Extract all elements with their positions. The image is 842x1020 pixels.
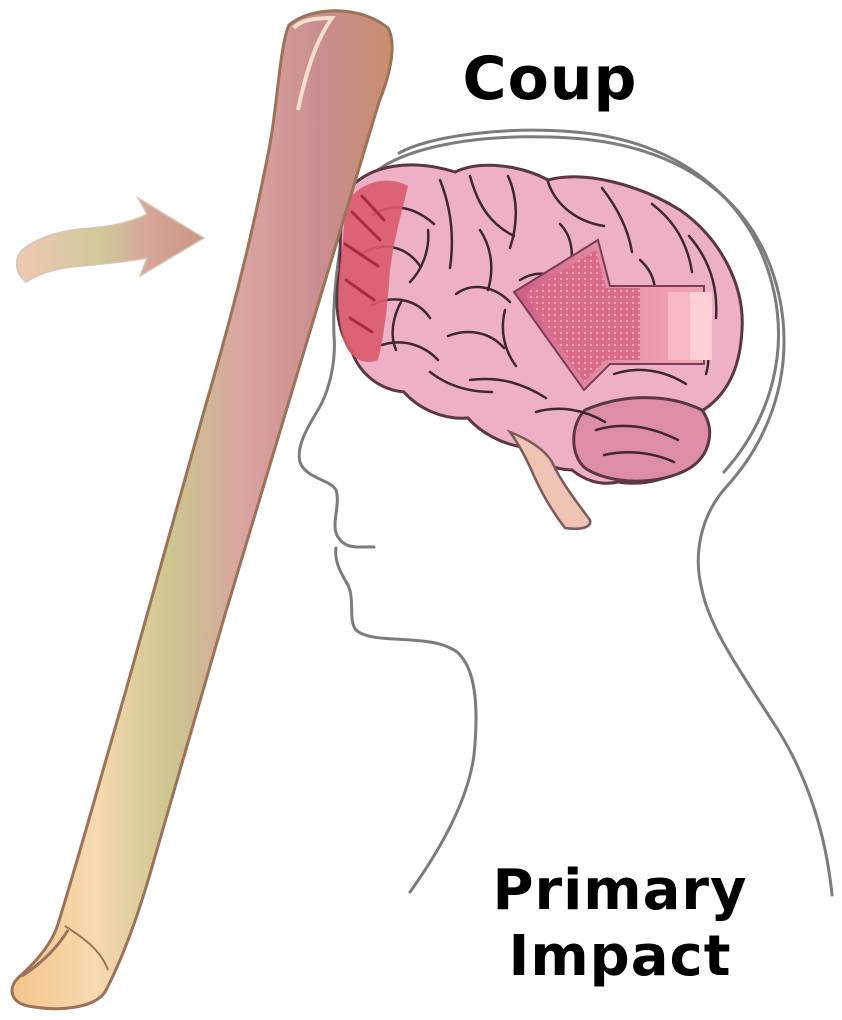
coup-label: Coup: [440, 44, 660, 114]
primary-impact-label: Primary Impact: [470, 858, 770, 990]
brain: [337, 165, 742, 529]
primary-impact-line-2: Impact: [470, 924, 770, 990]
curved-arrow-icon: [17, 198, 204, 282]
primary-impact-line-1: Primary: [470, 858, 770, 924]
